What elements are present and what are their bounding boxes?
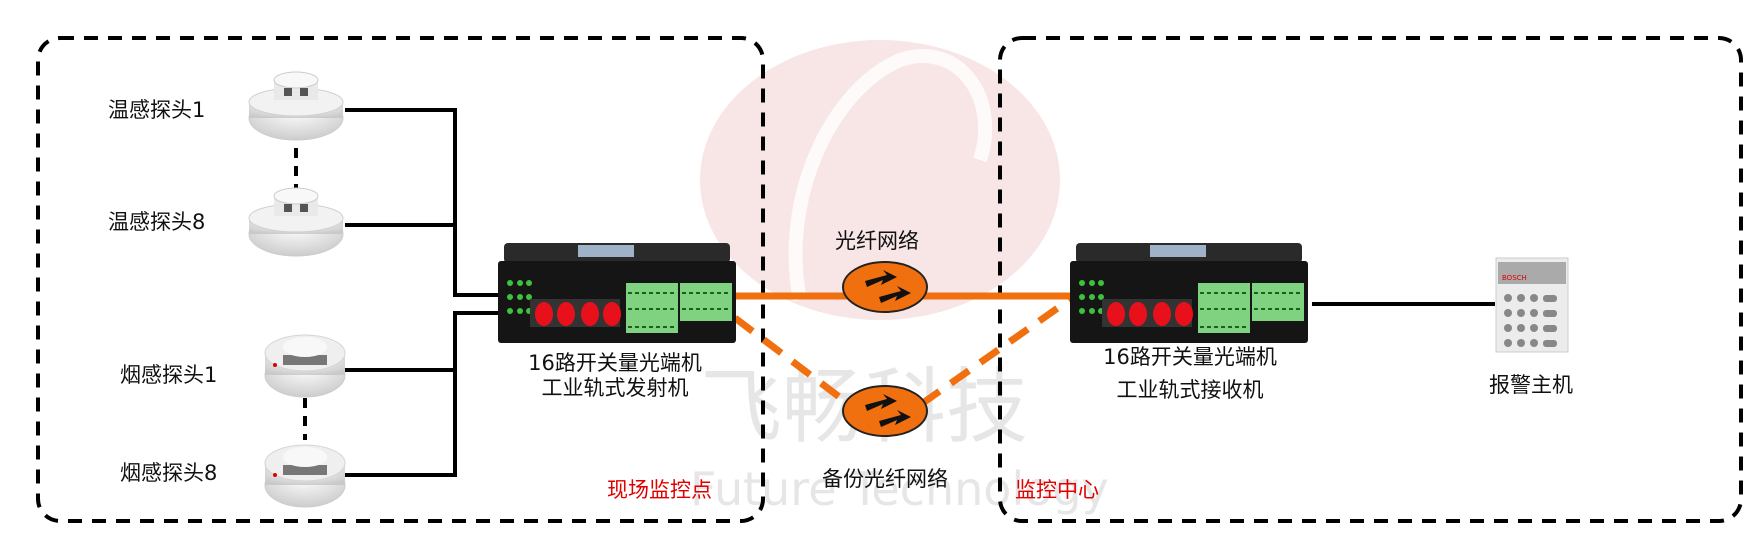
primary-network-label: 光纤网络: [835, 229, 919, 253]
backup-network-icon: [842, 385, 928, 437]
center-zone-label: 监控中心: [1015, 478, 1099, 502]
smoke-sensor-1-icon: [264, 334, 346, 398]
receiver-label-line2: 工业轨式接收机: [1117, 378, 1264, 402]
sensor-label: 温感探头1: [108, 98, 205, 122]
temperature-sensor-1-icon: [248, 71, 344, 141]
alarm-host-keypad-icon: BOSCH: [1495, 257, 1569, 353]
transmitter-label-line2: 工业轨式发射机: [542, 376, 689, 400]
sensor-wiring: [345, 108, 1495, 477]
sensor-label: 烟感探头8: [120, 461, 217, 485]
receiver-label-line1: 16路开关量光端机: [1103, 345, 1277, 369]
watermark-logo: 飞畅科技 Future Technology: [690, 40, 1109, 516]
site-zone-border: [36, 36, 765, 523]
temperature-sensor-8-icon: [248, 187, 344, 257]
primary-network-icon: [842, 261, 928, 313]
sensor-label: 温感探头8: [108, 210, 205, 234]
receiver-device-icon: [1069, 242, 1309, 344]
backup-fiber-link: [732, 295, 1075, 409]
site-zone-label: 现场监控点: [607, 478, 712, 502]
sensor-label: 烟感探头1: [120, 363, 217, 387]
transmitter-device-icon: [497, 242, 737, 344]
transmitter-label-line1: 16路开关量光端机: [528, 351, 702, 375]
alarm-host-label: 报警主机: [1489, 373, 1573, 397]
alarm-host-brand: BOSCH: [1502, 274, 1527, 282]
smoke-sensor-8-icon: [264, 444, 346, 508]
backup-network-label: 备份光纤网络: [822, 467, 948, 491]
center-zone-border: [998, 36, 1743, 523]
